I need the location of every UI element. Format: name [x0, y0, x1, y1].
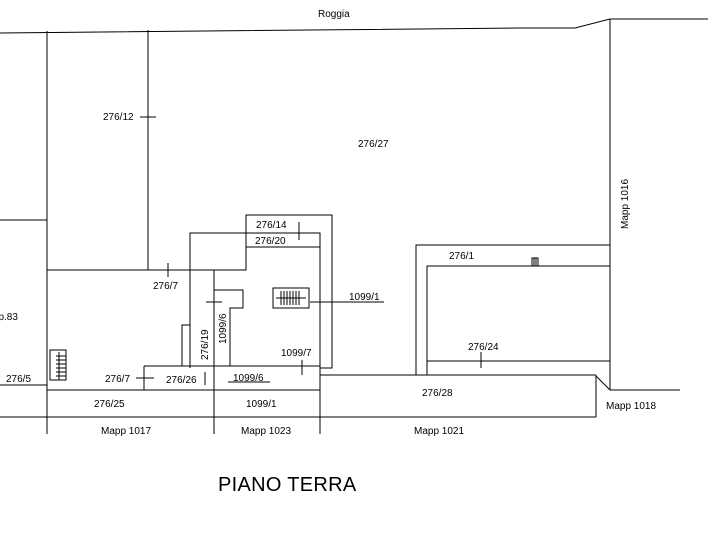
internal-step-wall [214, 289, 244, 366]
label-1099-6-bottom: 1099/6 [233, 373, 264, 384]
label-276-26: 276/26 [166, 375, 197, 386]
label-1099-7: 1099/7 [281, 348, 312, 359]
label-276-24: 276/24 [468, 342, 499, 353]
stair-symbol-central [272, 287, 310, 309]
label-276-1: 276/1 [449, 251, 474, 262]
parcel-276-1-outline [415, 244, 610, 375]
small-stair-symbol-right [531, 257, 539, 267]
label-276-7-top: 276/7 [153, 281, 178, 292]
label-mapp-83: Mapp.83 [0, 312, 18, 323]
label-mapp-1018: Mapp 1018 [606, 401, 656, 412]
label-roggia: Roggia [318, 9, 350, 20]
label-mapp-1023: Mapp 1023 [241, 426, 291, 437]
label-276-14: 276/14 [256, 220, 287, 231]
label-276-7-bottom: 276/7 [105, 374, 130, 385]
label-1099-1-bottom: 1099/1 [246, 399, 277, 410]
floor-title: PIANO TERRA [218, 474, 357, 496]
parcel-boundaries [0, 18, 708, 434]
label-1099-1-mid: 1099/1 [349, 292, 380, 303]
label-276-27: 276/27 [358, 139, 389, 150]
label-mapp-1016: Mapp 1016 [620, 179, 631, 229]
label-276-5: 276/5 [6, 374, 31, 385]
stair-symbol-left [49, 349, 67, 381]
mapp-1018-diagonal [595, 375, 611, 391]
label-276-19: 276/19 [200, 329, 211, 360]
label-276-20: 276/20 [255, 236, 286, 247]
parcel-276-1-inner [426, 265, 610, 375]
label-1099-6-vertical: 1099/6 [218, 313, 229, 344]
inner-left-wall [181, 233, 191, 366]
label-mapp-1021: Mapp 1021 [414, 426, 464, 437]
right-building [415, 244, 610, 375]
label-276-28: 276/28 [422, 388, 453, 399]
parcel-labels: Roggia 276/12 276/27 276/14 276/20 276/7… [0, 9, 656, 437]
label-mapp-1017: Mapp 1017 [101, 426, 151, 437]
bottom-strips [0, 233, 680, 434]
label-276-25: 276/25 [94, 399, 125, 410]
roggia-boundary-line [0, 18, 708, 34]
parcel-276-14-outline [245, 214, 333, 369]
label-276-12: 276/12 [103, 112, 134, 123]
stair-core-outline [213, 247, 247, 366]
